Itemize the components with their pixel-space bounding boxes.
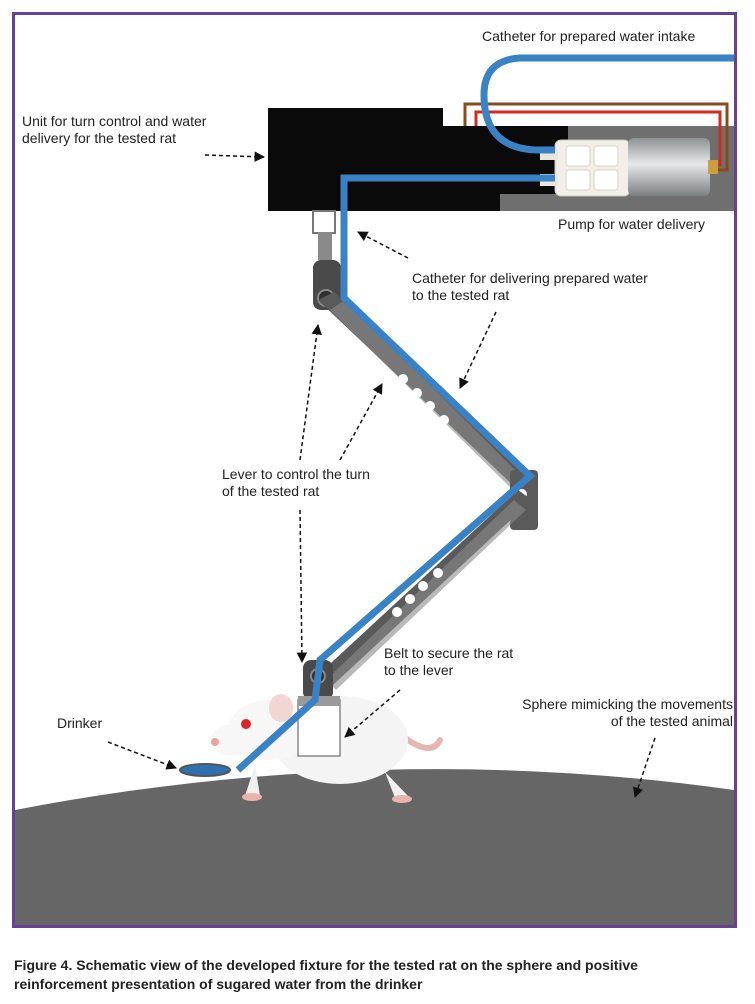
drinker (179, 763, 231, 777)
label-belt: Belt to secure the rat to the lever (384, 645, 513, 679)
lever (303, 210, 538, 700)
label-lever: Lever to control the turn of the tested … (222, 466, 370, 500)
rat (211, 694, 443, 803)
wire-brown (463, 102, 729, 172)
label-sphere-line2: of the tested animal (610, 713, 733, 729)
arrow-drinker (107, 741, 177, 770)
arrow-catheter (357, 231, 409, 259)
caption-line1: Figure 4. Schematic view of the develope… (14, 957, 638, 973)
wire-red (474, 110, 722, 167)
caption-line2: reinforcement presentation of sugared wa… (14, 976, 423, 992)
arrow-belt (344, 689, 401, 738)
water-pump (540, 138, 718, 197)
sphere (15, 769, 734, 925)
arrow-lever-right (339, 383, 383, 461)
arrow-lever-up (299, 323, 322, 461)
label-pump: Pump for water delivery (558, 216, 706, 232)
label-catheter-intake: Catheter for prepared water intake (482, 28, 696, 44)
arrow-lever-down (296, 509, 308, 664)
label-lever-line2: of the tested rat (222, 483, 320, 499)
label-sphere-line1: Sphere mimicking the movements (522, 696, 733, 712)
catheter-delivery (235, 174, 555, 773)
arrow-unit (204, 151, 266, 162)
label-catheter-delivery-line2: to the tested rat (412, 287, 510, 303)
label-sphere: Sphere mimicking the movements of the te… (489, 696, 733, 730)
label-catheter-delivery-line1: Catheter for delivering prepared water (412, 270, 648, 286)
label-lever-line1: Lever to control the turn (222, 466, 370, 482)
figure-caption: Figure 4. Schematic view of the develope… (14, 956, 744, 994)
label-belt-line2: to the lever (384, 662, 454, 678)
arrow-sphere (633, 737, 656, 798)
label-belt-line1: Belt to secure the rat (384, 645, 514, 661)
label-unit-line2: delivery for the tested rat (22, 130, 177, 146)
label-drinker: Drinker (57, 715, 103, 731)
label-catheter-delivery: Catheter for delivering prepared water t… (412, 270, 648, 304)
arrow-catheter-lower (459, 311, 497, 389)
label-unit: Unit for turn control and water delivery… (22, 113, 206, 147)
catheter-intake (480, 54, 734, 154)
label-unit-line1: Unit for turn control and water (22, 113, 207, 129)
